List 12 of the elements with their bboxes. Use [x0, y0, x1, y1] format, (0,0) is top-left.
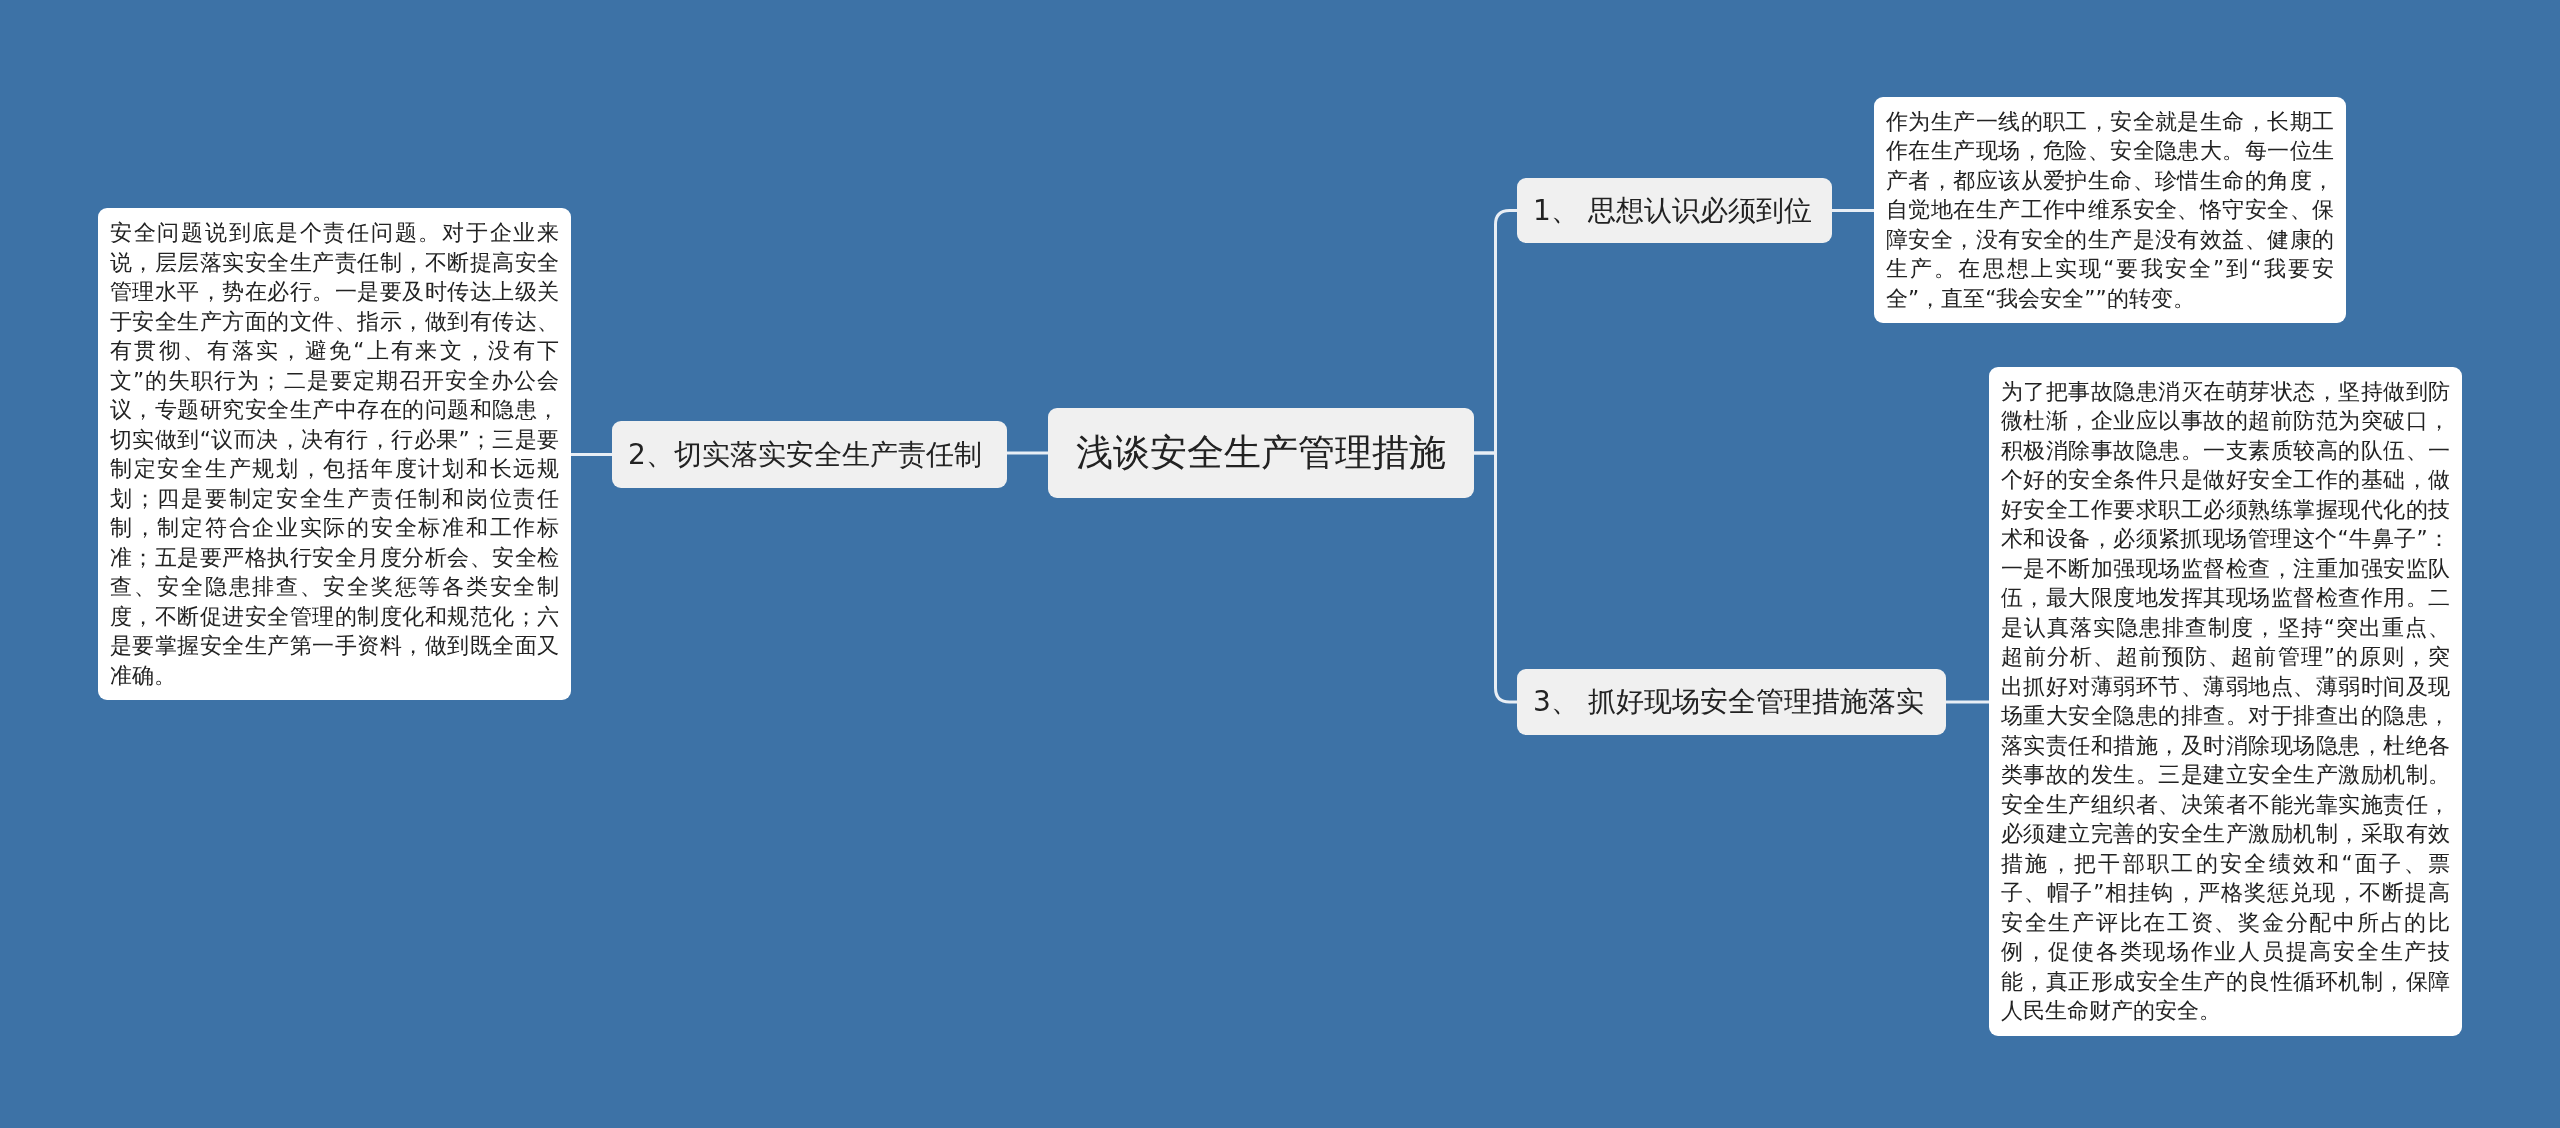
connector-line: [571, 453, 612, 456]
branch-box: 1、 思想认识必须到位: [1517, 178, 1832, 243]
connector-line: [1474, 451, 1517, 704]
branch-box: 2、切实落实安全生产责任制: [612, 421, 1007, 488]
text-card: 为了把事故隐患消灭在萌芽状态，坚持做到防微杜渐，企业应以事故的超前防范为突破口，积极消除事故隐患。一支素质较高的队伍、一个好的安全条件只是做好安全工作的基础，做好安全工作要求职工必须熟练掌握现代化的技术和设备，必须紧抓现场管理这个“牛鼻子”：一是不断加强现场监督检查，注重加强安监队伍，最大限度地发挥其现场监督检查作用。二是认真落实隐患排查制度，坚持“突出重点、超前分析、超前预防、超前管理”的原则，突出抓好对薄弱环节、薄弱地点、薄弱时间及现场重大安全隐患的排查。对于排查出的隐患，落实责任和措施，及时消除现场隐患，杜绝各类事故的发生。三是建立安全生产激励机制。安全生产组织者、决策者不能光靠实施责任，必须建立完善的安全生产激励机制，采取有效措施，把干部职工的安全绩效和“面子、票子、帽子”相挂钩，严格奖惩兑现，不断提高安全生产评比在工资、奖金分配中所占的比例，促使各类现场作业人员提高安全生产技能，真正形成安全生产的良性循环机制，保障人民生命财产的安全。: [1989, 366, 2462, 1036]
connector-line: [1832, 209, 1874, 212]
topic-box: 浅谈安全生产管理措施: [1048, 408, 1474, 498]
branch-box: 3、 抓好现场安全管理措施落实: [1517, 669, 1946, 735]
text-card: 作为生产一线的职工，安全就是生命，长期工作在生产现场，危险、安全隐患大。每一位生产者，都应该从爱护生命、珍惜生命的角度，自觉地在生产工作中维系安全、恪守安全、保障安全，没有安全的生产是没有效益、健康的生产。在思想上实现“要我安全”到“我要安全”，直至“我会安全””的转变。: [1874, 96, 2346, 323]
connector-line: [1007, 451, 1048, 455]
text-card: 安全问题说到底是个责任问题。对于企业来说，层层落实安全生产责任制，不断提高安全管理水平，势在必行。一是要及时传达上级关于安全生产方面的文件、指示，做到有传达、有贯彻、有落实，避免“上有来文，没有下文”的失职行为；二是要定期召开安全办公会议，专题研究安全生产中存在的问题和隐患，切实做到“议而决，决有行，行必果”；三是要制定安全生产规划，包括年度计划和长远规划；四是要制定安全生产责任制和岗位责任制，制定符合企业实际的安全标准和工作标准；五是要严格执行安全月度分析会、安全检查、安全隐患排查、安全奖惩等各类安全制度，不断促进安全管理的制度化和规范化；六是要掌握安全生产第一手资料，做到既全面又准确。: [98, 208, 571, 700]
connector-line: [1946, 700, 1989, 704]
